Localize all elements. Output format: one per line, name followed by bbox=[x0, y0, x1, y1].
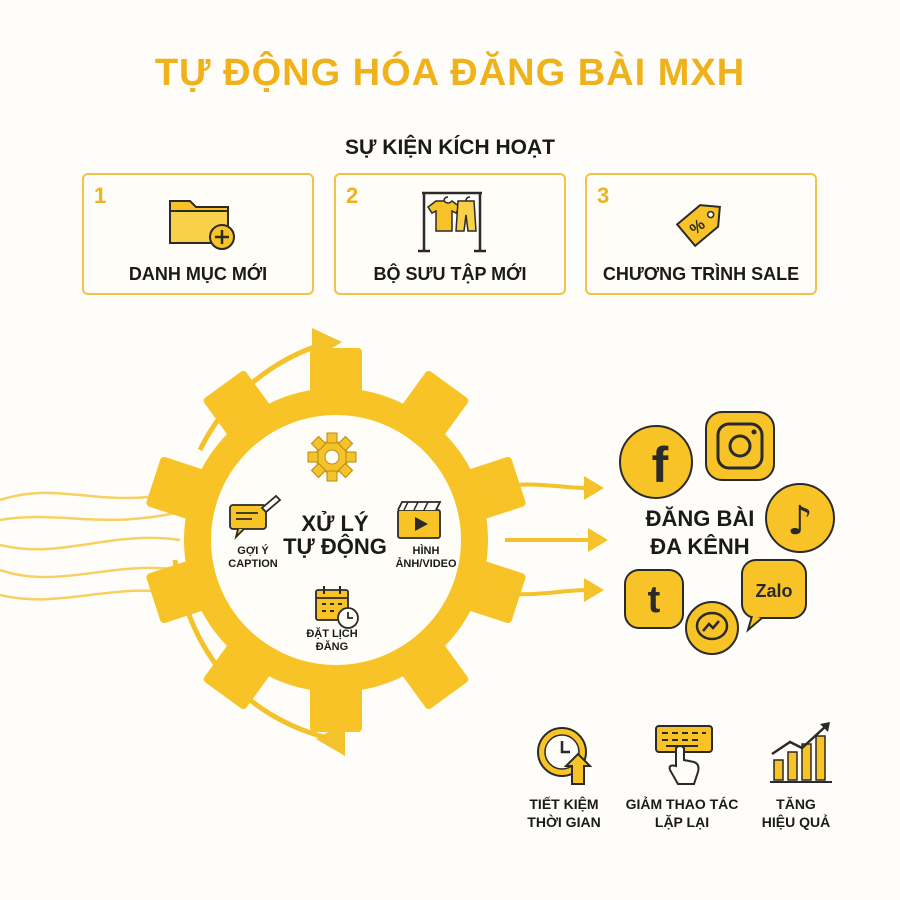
discount-tag-icon: % bbox=[675, 204, 721, 248]
media-label-line2: ẢNH/VIDEO bbox=[395, 558, 457, 571]
process-title-line1: XỬ LÝ bbox=[301, 511, 369, 536]
clothes-rack-icon bbox=[418, 191, 486, 253]
media-label: HÌNH ẢNH/VIDEO bbox=[386, 545, 466, 571]
arrow-icon bbox=[584, 578, 604, 602]
schedule-label-line1: ĐẶT LỊCH bbox=[306, 628, 358, 640]
caption-edit-icon bbox=[229, 494, 282, 540]
benefit-increase-efficiency: TĂNG HIỆU QUẢ bbox=[748, 796, 844, 831]
card-number: 2 bbox=[346, 183, 359, 208]
card-label: DANH MỤC MỚI bbox=[128, 264, 268, 284]
arrow-icon bbox=[584, 476, 604, 500]
caption-label: GỢI Ý CAPTION bbox=[218, 545, 288, 571]
process-title-line2: TỰ ĐỘNG bbox=[283, 534, 387, 560]
tumblr-letter: t bbox=[648, 579, 661, 621]
card-label: BỘ SƯU TẬP MỚI bbox=[373, 264, 527, 284]
clock-arrow-icon bbox=[537, 727, 593, 785]
schedule-label: ĐẶT LỊCH ĐĂNG bbox=[292, 628, 372, 654]
tiktok-glyph: ♪ bbox=[787, 498, 813, 544]
trigger-card-sale-program: 3 % CHƯƠNG TRÌNH SALE bbox=[585, 173, 817, 295]
trigger-card-new-collection: 2 BỘ SƯU TẬP MỚI bbox=[334, 173, 566, 295]
benefit-line2: LẶP LẠI bbox=[654, 813, 710, 830]
instagram-icon bbox=[705, 411, 775, 481]
benefit-line1: TĂNG bbox=[776, 796, 816, 812]
benefit-save-time: TIẾT KIỆM THỜI GIAN bbox=[508, 796, 620, 831]
multichannel-label: ĐĂNG BÀI ĐA KÊNH bbox=[610, 505, 790, 560]
folder-add-icon bbox=[169, 200, 235, 250]
card-label: CHƯƠNG TRÌNH SALE bbox=[602, 264, 800, 284]
caption-label-line2: CAPTION bbox=[228, 558, 278, 571]
benefit-line1: GIẢM THAO TÁC bbox=[625, 796, 739, 812]
output-arrows bbox=[491, 482, 590, 597]
trigger-card-new-category: 1 DANH MỤC MỚI bbox=[82, 173, 314, 295]
process-title: XỬ LÝ TỰ ĐỘNG bbox=[270, 512, 400, 558]
benefit-line2: THỜI GIAN bbox=[527, 813, 601, 830]
facebook-icon: f bbox=[619, 425, 693, 499]
caption-label-line1: GỢI Ý bbox=[237, 545, 269, 557]
multichannel-label-line2: ĐA KÊNH bbox=[650, 533, 750, 559]
video-clapper-icon bbox=[397, 501, 442, 539]
page-title: TỰ ĐỘNG HÓA ĐĂNG BÀI MXH bbox=[154, 52, 746, 94]
trigger-heading: SỰ KIỆN KÍCH HOẠT bbox=[345, 136, 555, 159]
facebook-letter: f bbox=[652, 437, 669, 493]
messenger-icon bbox=[685, 601, 739, 655]
benefit-line2: HIỆU QUẢ bbox=[761, 813, 831, 830]
media-label-line1: HÌNH bbox=[412, 545, 440, 557]
tiktok-icon: ♪ bbox=[765, 483, 835, 553]
tumblr-icon: t bbox=[624, 569, 684, 629]
benefit-reduce-repetition: GIẢM THAO TÁC LẶP LẠI bbox=[614, 796, 750, 831]
arrow-icon bbox=[588, 528, 608, 552]
calendar-clock-icon bbox=[315, 586, 359, 629]
card-number: 3 bbox=[597, 183, 610, 208]
zalo-icon: Zalo bbox=[741, 559, 807, 633]
schedule-label-line2: ĐĂNG bbox=[315, 641, 349, 654]
zalo-text: Zalo bbox=[755, 581, 792, 601]
benefit-line1: TIẾT KIỆM bbox=[529, 796, 599, 812]
growth-chart-icon bbox=[770, 722, 832, 783]
card-number: 1 bbox=[94, 183, 107, 208]
keyboard-hand-icon bbox=[655, 725, 713, 785]
multichannel-label-line1: ĐĂNG BÀI bbox=[645, 506, 755, 531]
settings-gear-icon bbox=[307, 432, 357, 482]
gear-icon bbox=[146, 348, 526, 732]
